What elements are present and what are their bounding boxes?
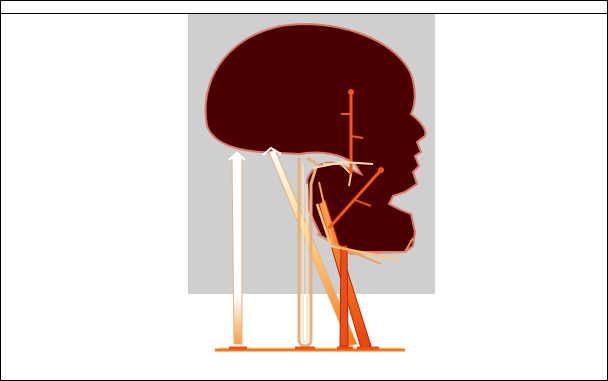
head-neck-model-figure xyxy=(1,14,607,380)
table-header-row xyxy=(1,1,607,14)
temporalis-top-node xyxy=(348,89,354,95)
posterior-vertical-muscle xyxy=(232,154,242,344)
masseter-top-node xyxy=(378,167,384,173)
hairpin-muscle-inner xyxy=(303,164,307,343)
anterior-vertical-muscle xyxy=(340,246,348,346)
figure-cell xyxy=(1,14,607,380)
